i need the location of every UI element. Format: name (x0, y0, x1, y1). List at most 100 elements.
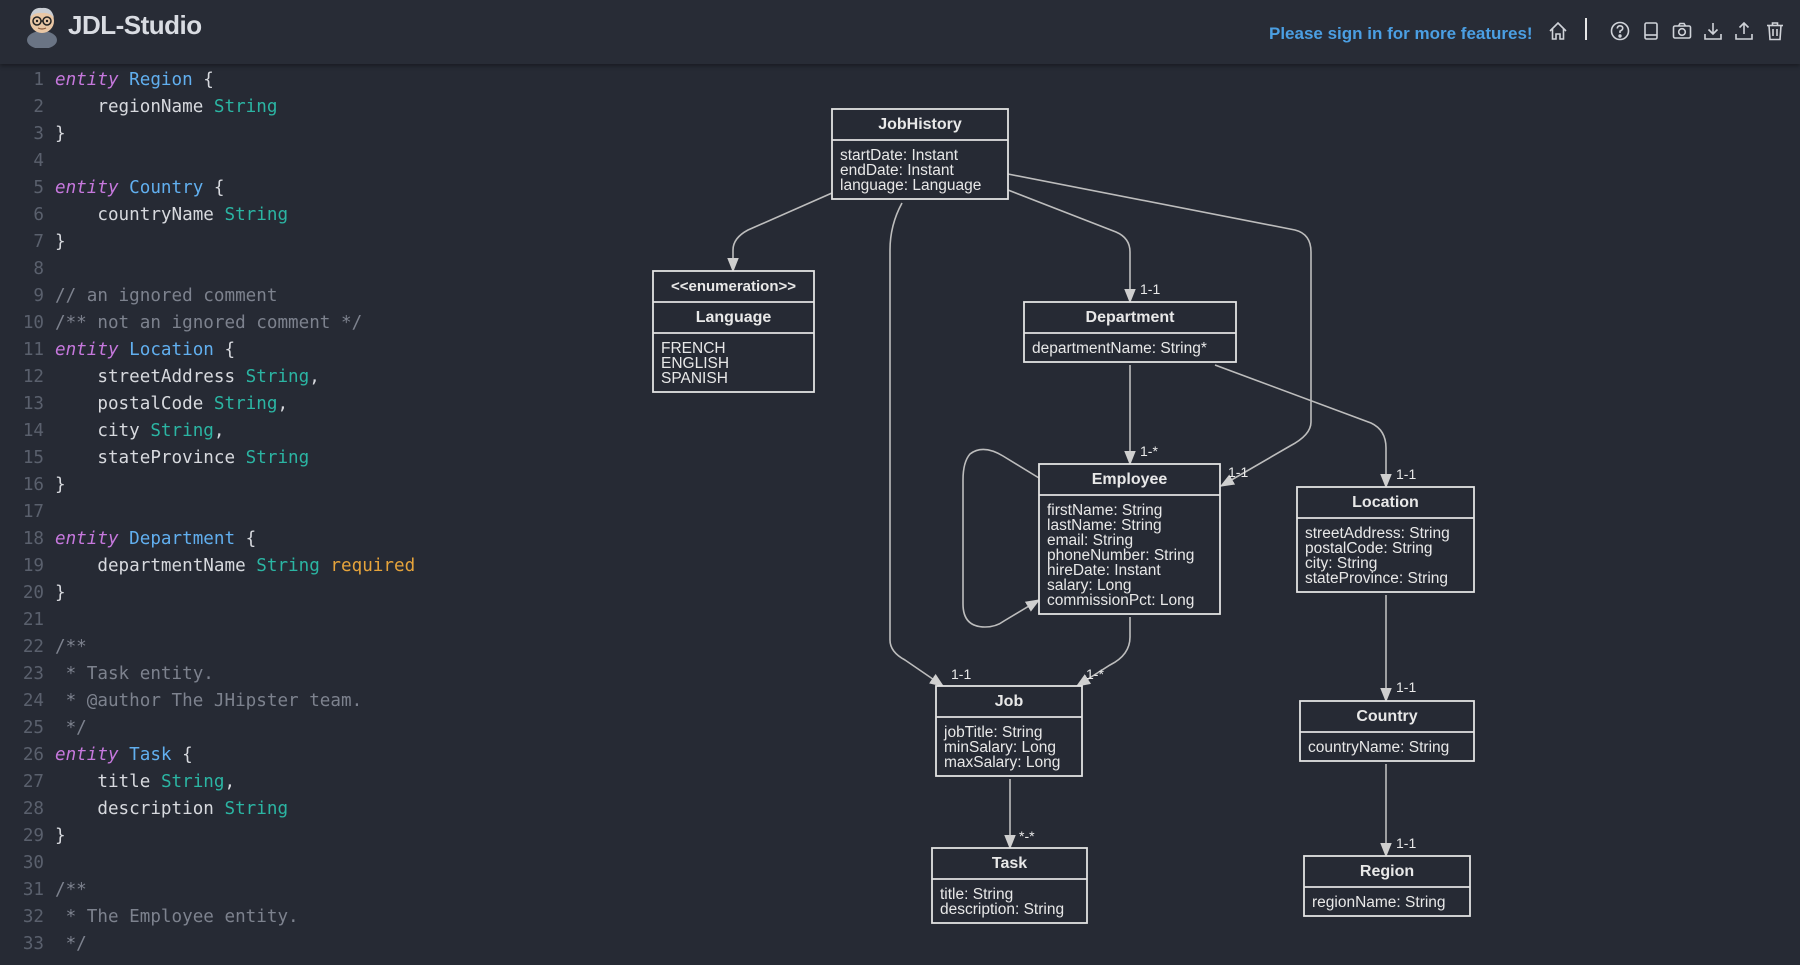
code-line[interactable]: 8 (0, 256, 640, 283)
code-line[interactable]: 19 departmentName String required (0, 553, 640, 580)
code-token: String (256, 556, 320, 576)
code-line[interactable]: 29} (0, 823, 640, 850)
code-line[interactable]: 33 */ (0, 931, 640, 958)
entity-title: Job (995, 693, 1024, 710)
code-line[interactable]: 21 (0, 607, 640, 634)
edge-emp-job (1075, 617, 1131, 687)
code-line[interactable]: 22/** (0, 634, 640, 661)
code-token (55, 394, 97, 414)
edge-label: 1-1 (1140, 281, 1160, 297)
trash-icon[interactable] (1764, 20, 1786, 42)
code-token: String (150, 421, 214, 441)
jhipster-logo-icon[interactable] (24, 4, 60, 49)
line-number: 21 (22, 610, 44, 630)
code-line[interactable]: 17 (0, 499, 640, 526)
code-token: } (55, 583, 66, 603)
bookmark-icon[interactable] (1640, 20, 1662, 42)
code-line[interactable]: 16} (0, 472, 640, 499)
code-token (119, 70, 130, 90)
entity-field: minSalary: Long (944, 739, 1056, 756)
help-icon[interactable] (1609, 20, 1631, 42)
code-token: * Task entity. (55, 664, 214, 684)
line-number: 11 (22, 340, 44, 360)
code-token (140, 421, 151, 441)
code-line[interactable]: 14 city String, (0, 418, 640, 445)
code-line[interactable]: 3} (0, 121, 640, 148)
entity-box-frame (1303, 855, 1471, 917)
line-number: 25 (22, 718, 44, 738)
code-token: String (245, 367, 310, 387)
entity-title: Location (1352, 494, 1419, 511)
code-token: entity (55, 529, 119, 549)
entity-field: countryName: String (1308, 739, 1449, 756)
code-line[interactable]: 25 */ (0, 715, 640, 742)
code-line[interactable]: 12 streetAddress String, (0, 364, 640, 391)
toolbar-separator (1585, 18, 1587, 40)
code-token (203, 394, 214, 414)
code-line[interactable]: 27 title String, (0, 769, 640, 796)
code-line[interactable]: 9// an ignored comment (0, 283, 640, 310)
line-number: 32 (22, 907, 44, 927)
code-token: Country (129, 178, 204, 198)
entity-field: email: String (1047, 532, 1133, 549)
code-token: String (213, 394, 278, 414)
camera-icon[interactable] (1671, 20, 1693, 42)
code-line[interactable]: 10/** not an ignored comment */ (0, 310, 640, 337)
code-token: Department (129, 529, 236, 549)
code-line[interactable]: 15 stateProvince String (0, 445, 640, 472)
code-token: } (55, 124, 66, 144)
entity-field: departmentName: String* (1032, 340, 1207, 357)
code-line[interactable]: 6 countryName String (0, 202, 640, 229)
code-line[interactable]: 7} (0, 229, 640, 256)
code-line[interactable]: 24 * @author The JHipster team. (0, 688, 640, 715)
line-number: 15 (22, 448, 44, 468)
code-line[interactable]: 32 * The Employee entity. (0, 904, 640, 931)
code-token: Region (129, 70, 193, 90)
sign-in-link[interactable]: Please sign in for more features! (1269, 24, 1533, 43)
code-line[interactable]: 31/** (0, 877, 640, 904)
code-token: { (235, 529, 257, 549)
upload-icon[interactable] (1733, 20, 1755, 42)
entity-field: SPANISH (661, 370, 728, 387)
code-line[interactable]: 23 * Task entity. (0, 661, 640, 688)
line-number: 2 (33, 97, 44, 117)
code-token (55, 772, 97, 792)
code-line[interactable]: 20} (0, 580, 640, 607)
line-number: 14 (22, 421, 44, 441)
entity-field: commissionPct: Long (1047, 592, 1194, 609)
entity-title: JobHistory (878, 116, 962, 133)
code-token (119, 340, 130, 360)
code-token: // an ignored comment (55, 286, 278, 306)
code-line[interactable]: 13 postalCode String, (0, 391, 640, 418)
download-icon[interactable] (1702, 20, 1724, 42)
code-token: , (309, 367, 320, 387)
line-number: 28 (22, 799, 44, 819)
edge-jh-emp (1007, 173, 1312, 487)
code-token (55, 367, 97, 387)
code-line[interactable]: 2 regionName String (0, 94, 640, 121)
home-icon[interactable] (1547, 20, 1569, 42)
code-token: String (224, 799, 289, 819)
code-line[interactable]: 28 description String (0, 796, 640, 823)
code-token: entity (55, 745, 119, 765)
code-token: /** not an ignored comment */ (55, 313, 363, 333)
entity-box-language[interactable]: <<enumeration>>LanguageFRENCHENGLISHSPAN… (652, 270, 815, 393)
code-line[interactable]: 30 (0, 850, 640, 877)
code-token: String (213, 97, 278, 117)
code-line[interactable]: 4 (0, 148, 640, 175)
